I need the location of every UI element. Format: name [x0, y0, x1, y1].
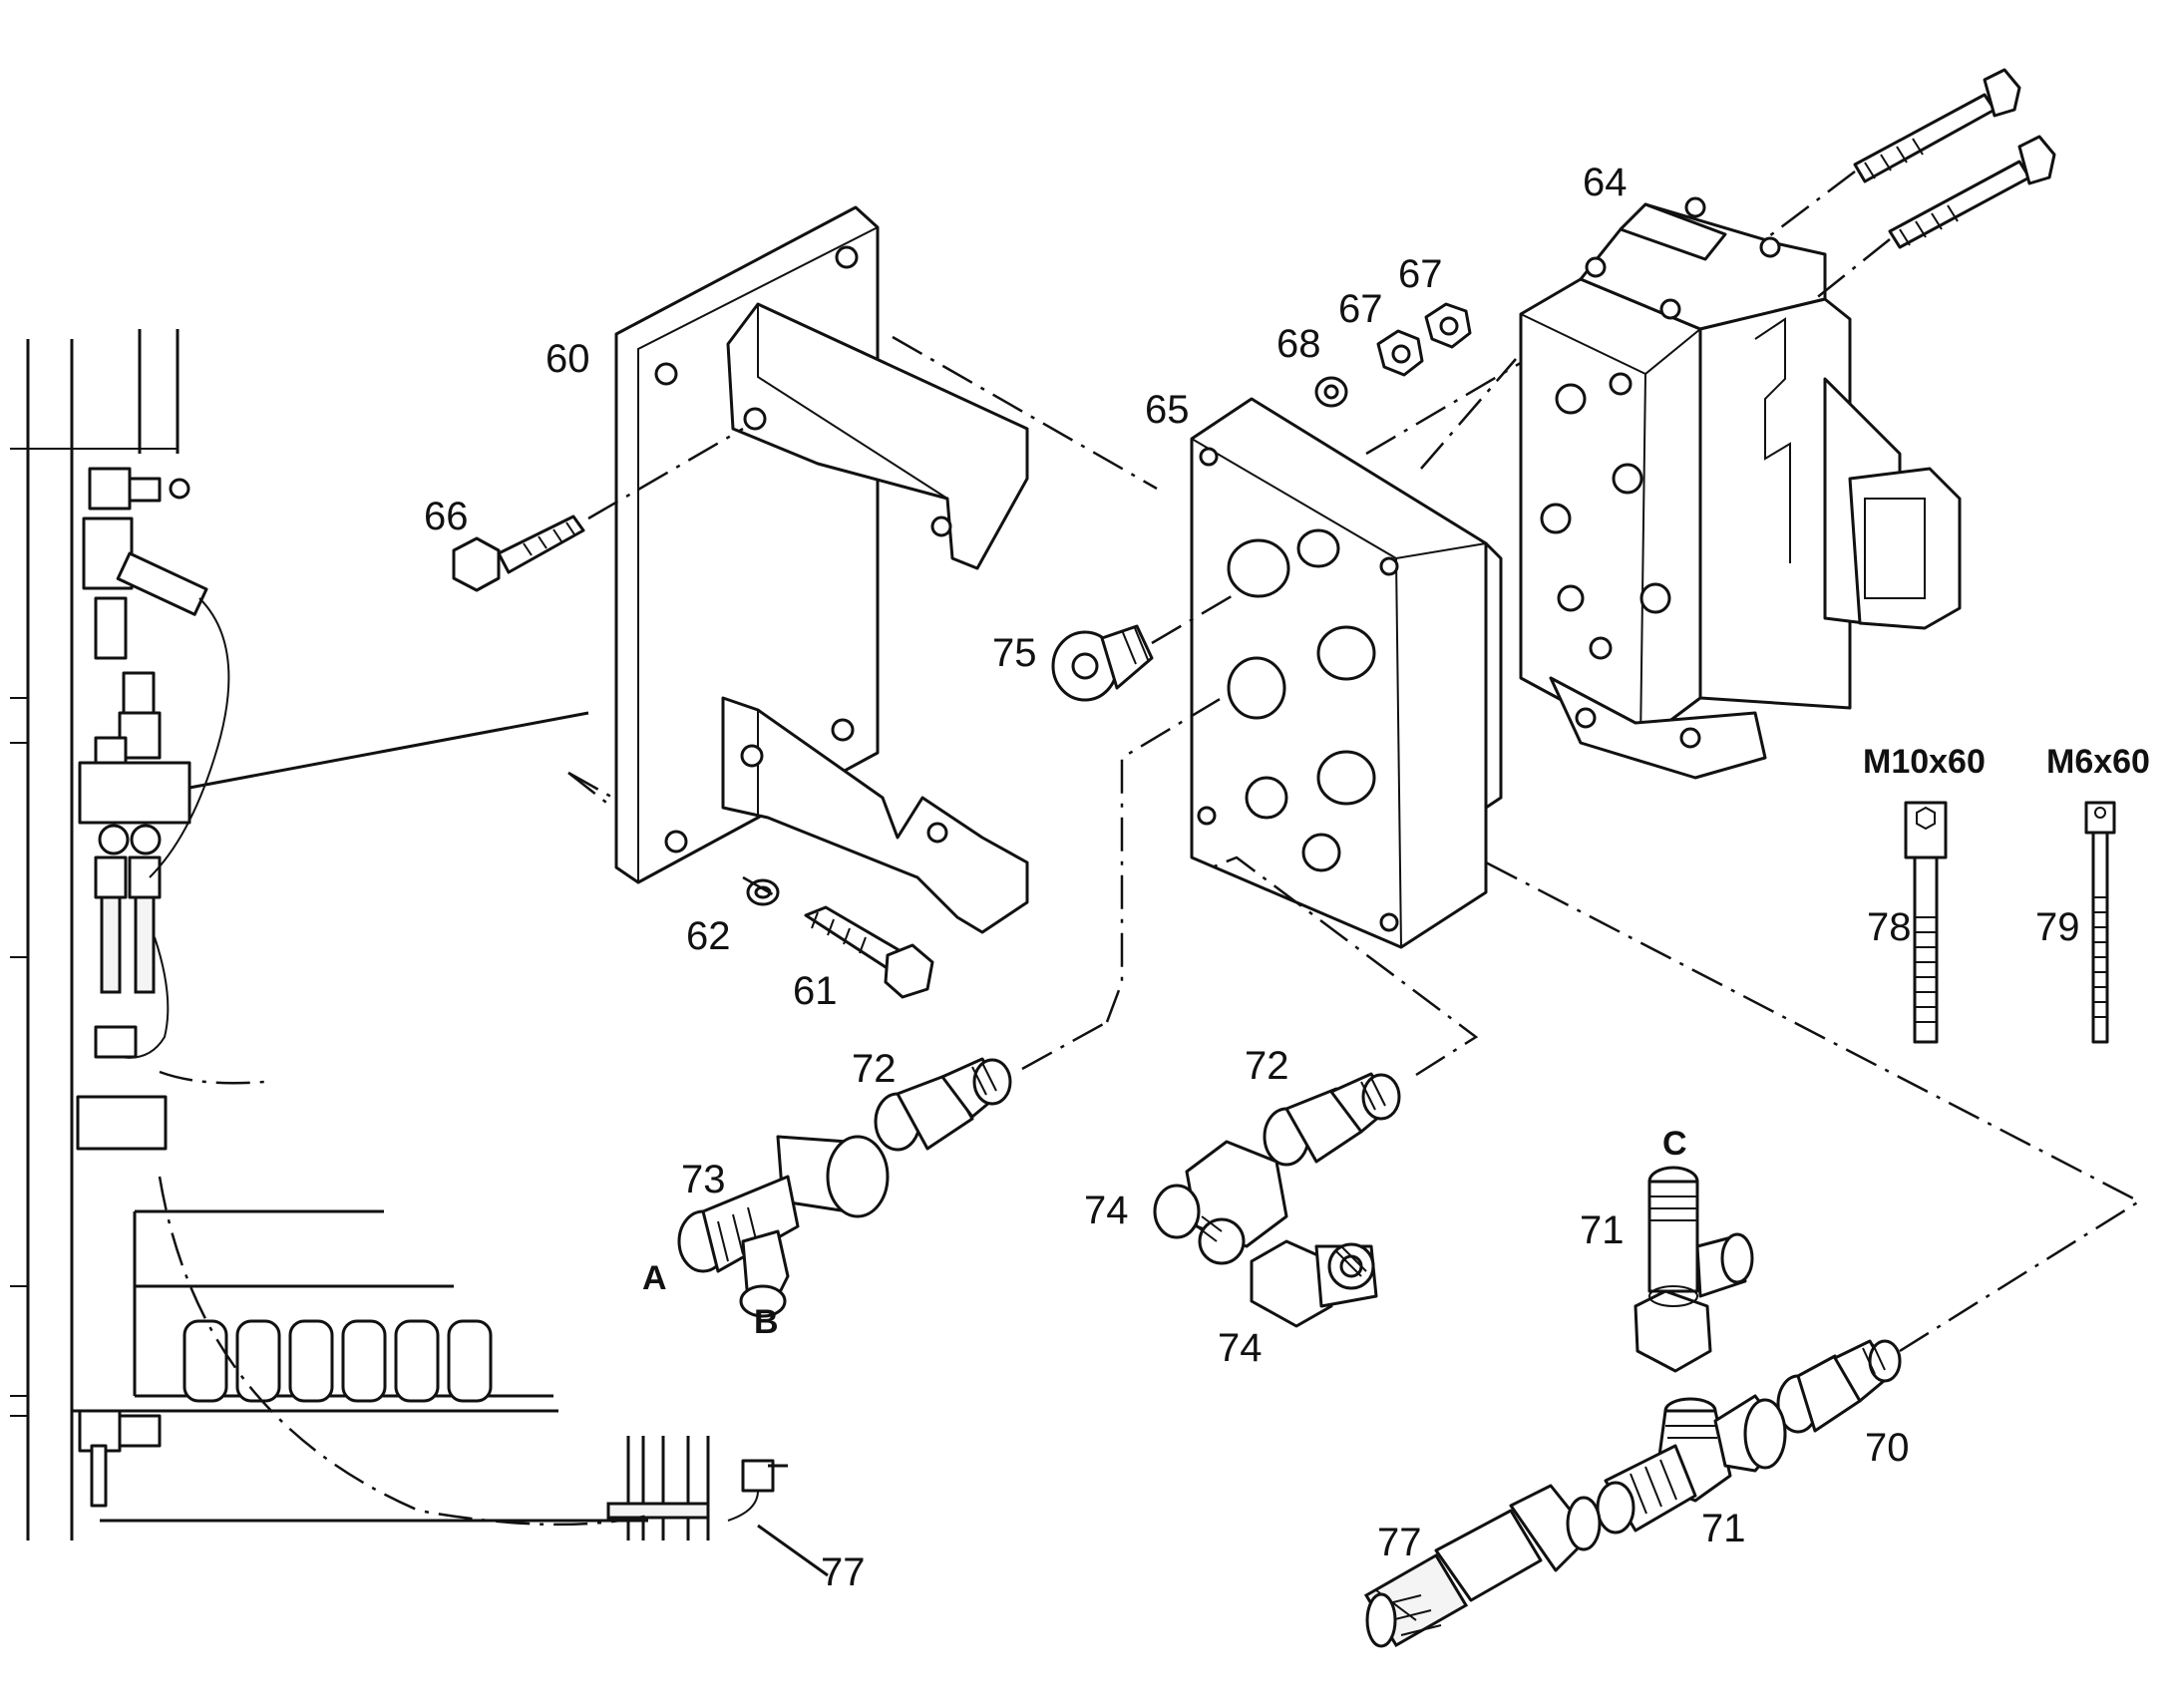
- callout-73: 73: [681, 1158, 726, 1201]
- callout-77b: 77: [1377, 1521, 1422, 1564]
- tee-71-upper: [1634, 1166, 1754, 1373]
- callout-74b: 74: [1218, 1326, 1263, 1370]
- bolt-79: [2084, 801, 2116, 1044]
- callout-68: 68: [1276, 322, 1321, 366]
- callout-labels: 60 61 62 64 65 66 67 67 68 70 71 71 72 7…: [424, 161, 2150, 1594]
- callout-79: 79: [2035, 905, 2080, 949]
- callout-70: 70: [1865, 1426, 1910, 1470]
- callout-71b: 71: [1701, 1507, 1746, 1550]
- callout-74a: 74: [1084, 1189, 1129, 1232]
- washer-68: [1314, 376, 1348, 408]
- callout-77a: 77: [821, 1550, 866, 1594]
- fitting-73: [677, 1135, 890, 1318]
- port-label-b: B: [754, 1303, 779, 1341]
- nut-67b: [1424, 302, 1472, 349]
- callout-67a: 67: [1338, 287, 1383, 331]
- washer-62: [746, 878, 780, 906]
- port-label-a: A: [642, 1259, 667, 1297]
- callout-65: 65: [1145, 388, 1190, 432]
- bolt-spec-m10x60: M10x60: [1863, 743, 1986, 781]
- long-bolt-lower: [1814, 135, 2056, 300]
- cap-row: [182, 1319, 493, 1403]
- machine-frame-context: [10, 329, 788, 1540]
- fitting-70: [1485, 860, 2142, 1434]
- callout-71a: 71: [1580, 1208, 1625, 1252]
- fitting-72-right: [1211, 855, 1479, 1167]
- callout-78: 78: [1867, 905, 1912, 949]
- mounting-bracket-60: [567, 205, 1158, 934]
- nut-67a: [1376, 329, 1424, 377]
- bolt-61: [742, 875, 934, 999]
- callout-62: 62: [686, 914, 731, 958]
- bolt-66: [452, 427, 744, 592]
- port-label-c: C: [1662, 1125, 1687, 1163]
- callout-67b: 67: [1398, 252, 1443, 296]
- fitting-74-upper: [1153, 1140, 1288, 1265]
- bolt-78: [1904, 801, 1948, 1044]
- adapter-plate-65: [1190, 397, 1503, 949]
- fitting-72-left: [874, 696, 1223, 1152]
- callout-72b: 72: [1245, 1044, 1289, 1088]
- callout-72a: 72: [852, 1047, 897, 1091]
- valve-block-64: [1420, 196, 1962, 780]
- callout-61: 61: [793, 969, 838, 1013]
- callout-60: 60: [545, 337, 590, 381]
- callout-64: 64: [1583, 161, 1628, 204]
- callout-75: 75: [992, 631, 1037, 675]
- hose-77-assembly: [1363, 1484, 1602, 1648]
- plug-75: [1051, 591, 1238, 702]
- callout-66: 66: [424, 495, 469, 538]
- fitting-74-lower: [1250, 1239, 1378, 1328]
- tee-71-lower: [1596, 1394, 1787, 1535]
- bolt-spec-m6x60: M6x60: [2046, 743, 2150, 781]
- long-bolt-upper: [1764, 68, 2021, 240]
